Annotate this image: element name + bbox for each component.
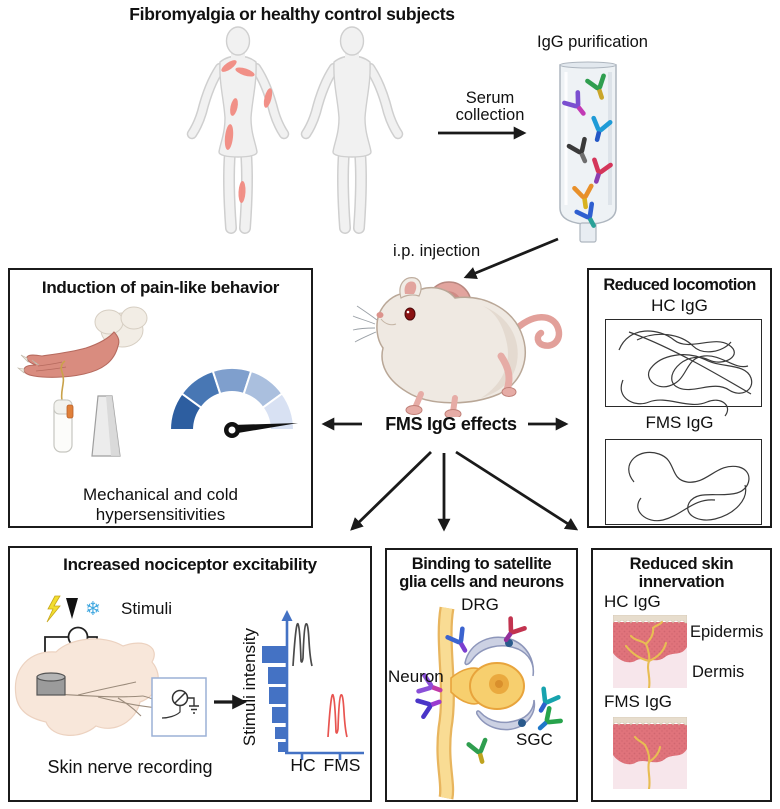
locomotion-fms-track-box <box>605 439 762 525</box>
binding-graphics <box>385 606 578 800</box>
panel-pain-behavior: Induction of pain-like behavior Mechanic… <box>8 268 313 528</box>
effect-arrow-down-right <box>455 450 579 531</box>
stimulus-response-graph <box>262 610 364 760</box>
lightning-icon <box>46 595 61 623</box>
fms-track-path <box>628 451 750 522</box>
mouse-nose <box>376 312 384 318</box>
human-figures <box>182 26 412 242</box>
stimuli-label: Stimuli <box>121 599 173 618</box>
panel-locomotion-title: Reduced locomotion <box>603 276 756 294</box>
y-axis-arrowhead <box>281 610 293 621</box>
pain-caption-line2: hypersensitivities <box>95 505 226 524</box>
stratum-corneum <box>613 717 687 726</box>
panel-skin-title-line2: innervation <box>638 573 725 591</box>
human-figure-control <box>306 27 398 228</box>
fms-effects-label: FMS IgG effects <box>385 414 517 434</box>
fms-spikes <box>327 693 348 738</box>
neuron-label: Neuron <box>388 667 444 686</box>
recording-box <box>151 677 207 737</box>
drg-label: DRG <box>461 595 499 614</box>
tick-label-hc: HC <box>290 755 316 775</box>
pain-caption-line1: Mechanical and cold <box>83 485 238 504</box>
panel-binding-title-line1: Binding to satellite <box>411 555 552 573</box>
fms-nerve-fiber <box>633 735 662 789</box>
tick-label-fms: FMS <box>323 755 361 775</box>
skin-section-fms <box>613 717 687 789</box>
pain-patches <box>221 60 273 203</box>
panel-nociceptor-title: Increased nociceptor excitability <box>63 555 317 574</box>
skin-fms-label: FMS IgG <box>604 692 673 711</box>
panel-pain-title: Induction of pain-like behavior <box>41 278 280 297</box>
serum-label-line1: Serum <box>465 89 515 107</box>
sgc-nucleus-bottom <box>518 719 526 727</box>
snowflake-icon: ❄ <box>85 598 101 620</box>
panel-locomotion: Reduced locomotion HC IgG FMS IgG <box>587 268 772 528</box>
locomotion-fms-label: FMS IgG <box>645 413 714 432</box>
hc-nerve-fiber <box>624 620 668 688</box>
locomotion-tracks <box>618 330 753 522</box>
electrode-cylinder <box>36 672 66 696</box>
mouse-whiskers <box>352 305 378 343</box>
pain-graphics <box>16 306 298 457</box>
dermis-label: Dermis <box>692 663 745 681</box>
hc-spikes <box>292 622 313 667</box>
column-nozzle <box>579 222 597 243</box>
hc-track-path <box>618 330 753 417</box>
mouse-paw <box>16 306 148 378</box>
y-axis-label: Stimuli intensity <box>240 627 259 747</box>
von-frey-filament <box>53 360 74 453</box>
human-figure-fms <box>192 27 284 228</box>
intensity-bars <box>262 646 286 752</box>
cold-cone <box>91 395 121 457</box>
effect-arrow-down-left <box>350 450 432 531</box>
mouse-feet <box>405 352 517 417</box>
nerve-fiber <box>436 606 455 800</box>
panel-binding-title-line2: glia cells and neurons <box>399 573 564 591</box>
skin-hc-label: HC IgG <box>604 592 661 611</box>
igg-purification-label: IgG purification <box>537 33 648 51</box>
pinprick-icon <box>66 598 78 619</box>
gauge-meter <box>168 366 298 438</box>
ip-injection-label: i.p. injection <box>393 242 481 260</box>
epidermis-label: Epidermis <box>690 623 764 641</box>
mouse-eye <box>404 307 416 321</box>
mouse-illustration <box>352 277 563 417</box>
purification-column <box>559 61 617 243</box>
main-title: Fibromyalgia or healthy control subjects <box>129 4 455 24</box>
skin-section-hc <box>613 615 687 688</box>
skin-nerve-recording-caption: Skin nerve recording <box>47 757 213 777</box>
locomotion-hc-label: HC IgG <box>651 296 708 315</box>
ground-symbol <box>187 697 199 714</box>
sgc-label: SGC <box>516 730 553 749</box>
gauge-needle <box>232 423 298 434</box>
nociceptor-graphics: ❄ <box>14 595 364 760</box>
serum-label-line2: collection <box>455 106 525 124</box>
locomotion-hc-track-box <box>605 319 762 407</box>
mouse-tail <box>509 314 563 349</box>
panel-skin-title-line1: Reduced skin <box>629 555 734 573</box>
stratum-corneum <box>613 615 687 624</box>
